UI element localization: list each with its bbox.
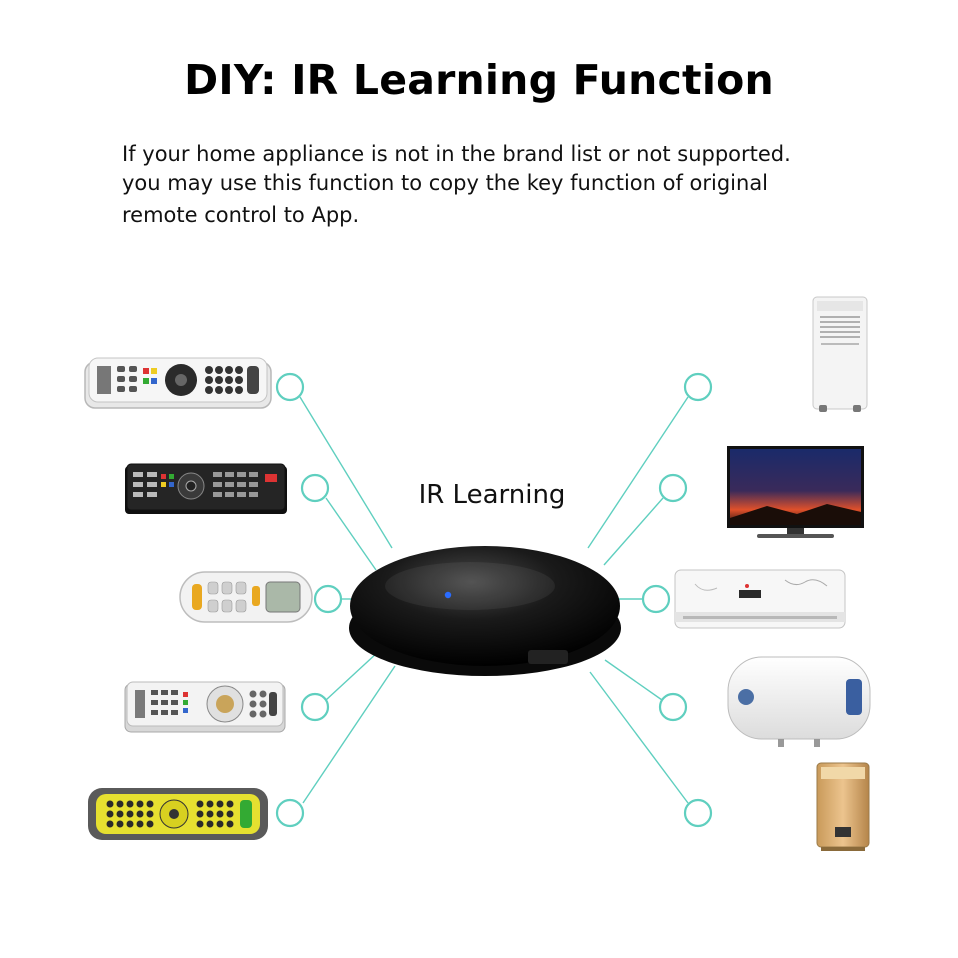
tv-icon — [727, 446, 864, 538]
ir-hub-icon — [349, 546, 621, 676]
left-connectors — [299, 396, 396, 804]
hub-led-icon — [444, 591, 452, 599]
universal-remote-yellow-icon — [88, 788, 268, 840]
ir-learning-label: IR Learning — [418, 480, 566, 510]
connector-node-remote-1 — [275, 372, 305, 402]
connector-line-appliance-4 — [604, 659, 663, 701]
right-connectors — [587, 396, 689, 804]
connector-line-remote-5 — [302, 665, 396, 804]
connector-line-appliance-2 — [603, 497, 664, 566]
connector-node-remote-5 — [275, 798, 305, 828]
connector-node-appliance-2 — [658, 473, 688, 503]
connector-node-remote-4 — [300, 692, 330, 722]
ac-remote-white-icon — [179, 571, 313, 623]
connector-line-remote-2 — [325, 497, 377, 571]
connector-line-remote-4 — [325, 651, 379, 701]
connector-node-remote-2 — [300, 473, 330, 503]
split-air-conditioner-icon — [674, 569, 846, 629]
connector-node-remote-3 — [313, 584, 343, 614]
connector-line-appliance-5 — [589, 671, 689, 804]
air-purifier-icon — [816, 762, 870, 851]
tv-remote-black-icon — [125, 463, 287, 514]
description-line-3: remote control to App. — [122, 203, 360, 227]
description-line-1: If your home appliance is not in the bra… — [122, 142, 791, 166]
set-top-remote-white-icon — [124, 681, 286, 733]
connector-line-appliance-1 — [587, 396, 689, 549]
connector-node-appliance-5 — [683, 798, 713, 828]
connector-line-remote-1 — [299, 396, 393, 549]
connector-node-appliance-3 — [641, 584, 671, 614]
connector-node-appliance-4 — [658, 692, 688, 722]
water-heater-icon — [727, 656, 871, 747]
page-title: DIY: IR Learning Function — [184, 56, 774, 104]
tv-remote-white-icon — [84, 357, 272, 409]
portable-air-conditioner-icon — [812, 296, 868, 412]
description-line-2: you may use this function to copy the ke… — [122, 171, 769, 195]
connector-node-appliance-1 — [683, 372, 713, 402]
